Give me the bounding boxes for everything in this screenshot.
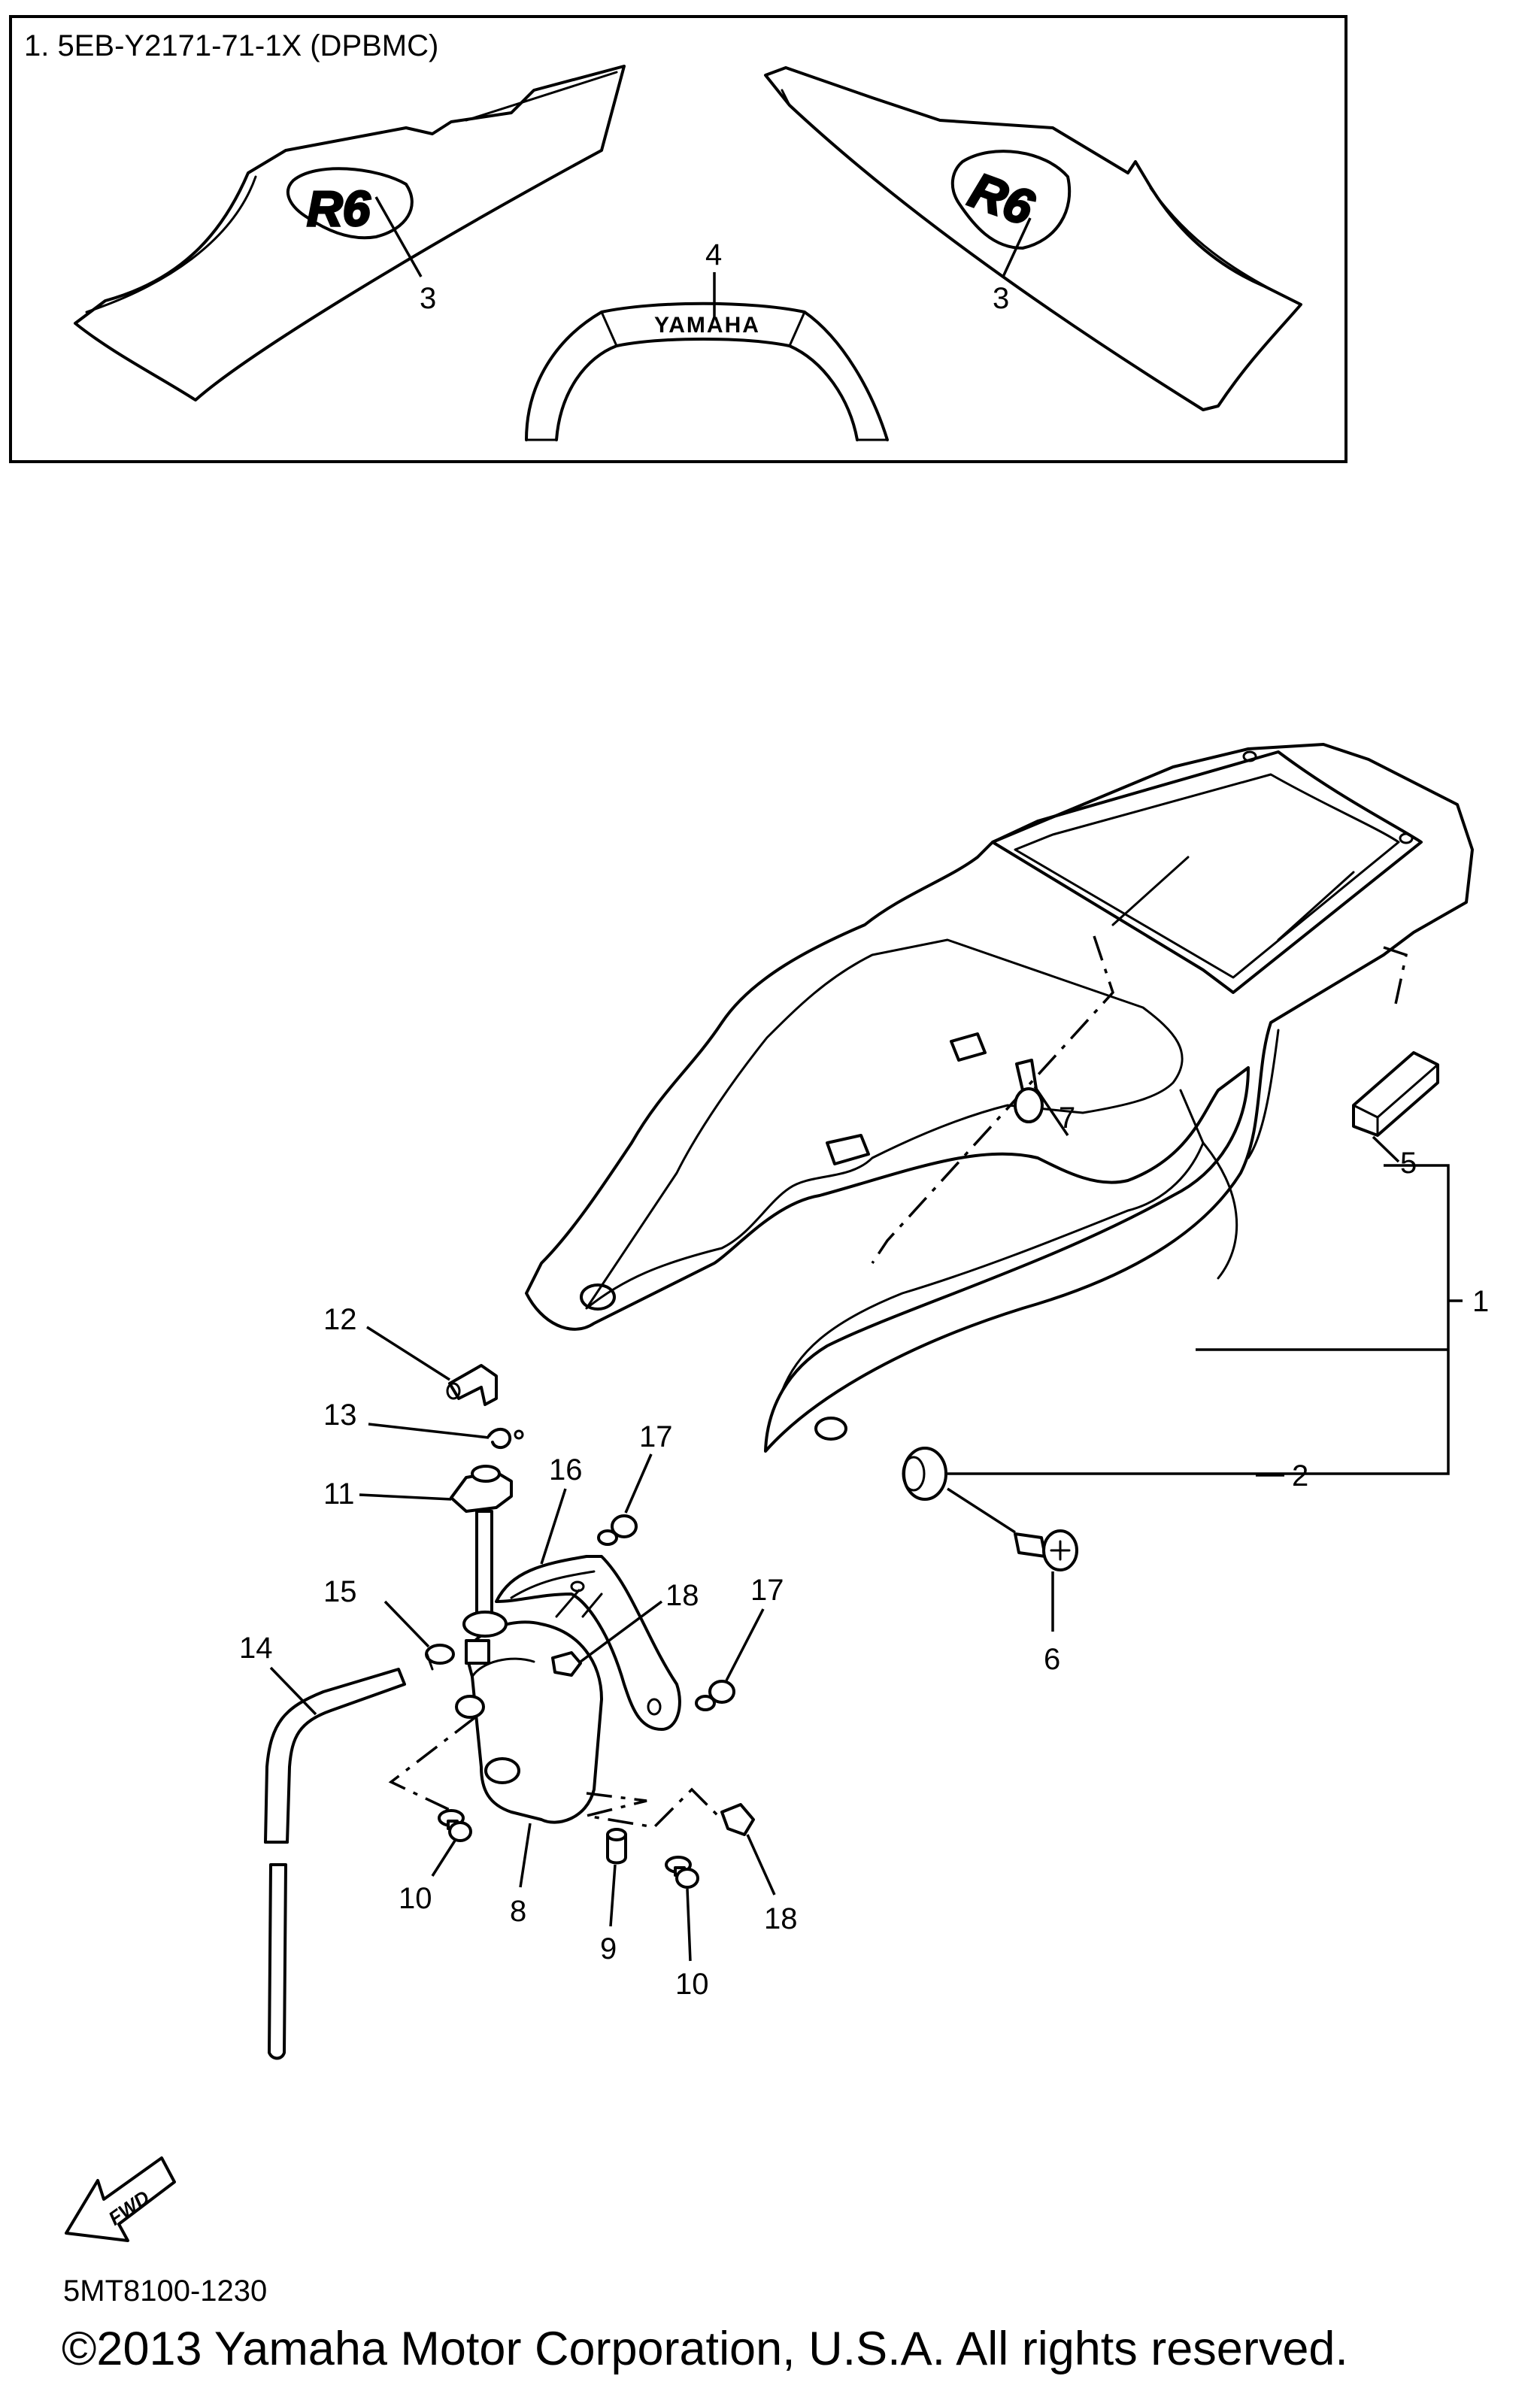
callout-16: 16 — [549, 1453, 583, 1486]
callout-3-right: 3 — [993, 282, 1009, 315]
callout-5: 5 — [1400, 1147, 1417, 1180]
callout-6: 6 — [1044, 1643, 1060, 1676]
left-r6-emblem-text: R6 — [307, 180, 371, 236]
callout-14: 14 — [239, 1632, 273, 1665]
bolt-left — [438, 1809, 472, 1842]
collar — [606, 1828, 627, 1865]
callout-7: 7 — [1059, 1102, 1075, 1135]
nut-upper — [551, 1651, 582, 1677]
yamaha-logo-text: YAMAHA — [654, 313, 760, 338]
inset-caption: 1. 5EB-Y2171-71-1X (DPBMC) — [24, 29, 438, 62]
callout-18-lower: 18 — [764, 1902, 798, 1935]
callout-10-lower: 10 — [675, 1968, 709, 2001]
hose — [264, 1668, 406, 2060]
screw — [1014, 1529, 1078, 1571]
callout-10-left: 10 — [399, 1882, 432, 1915]
clip-upper — [487, 1428, 524, 1450]
callout-9: 9 — [600, 1932, 617, 1965]
fwd-arrow-icon: FWD — [65, 2156, 176, 2242]
seat-cowl — [525, 743, 1474, 1453]
callout-17-upper: 17 — [639, 1420, 673, 1453]
callout-3-left: 3 — [420, 282, 436, 315]
clip-lower — [425, 1644, 455, 1671]
bracket — [495, 1555, 681, 1731]
decal-inset: 1. 5EB-Y2171-71-1X (DPBMC) R6 R6 — [9, 15, 1348, 463]
left-r6-emblem: R6 — [286, 167, 414, 240]
bolt-upper — [597, 1514, 638, 1546]
right-r6-emblem: R6 — [950, 150, 1072, 250]
callout-1: 1 — [1472, 1285, 1489, 1318]
hose-fitting — [446, 1364, 498, 1406]
callout-17-right: 17 — [750, 1574, 784, 1607]
rivet — [1014, 1059, 1044, 1123]
damper — [1352, 1051, 1439, 1137]
callout-13: 13 — [323, 1399, 357, 1432]
callout-12: 12 — [323, 1303, 357, 1336]
grommet — [902, 1447, 947, 1501]
diagram-code: 5MT8100-1230 — [63, 2274, 267, 2308]
center-tail-emblem: YAMAHA — [525, 302, 889, 441]
callout-4: 4 — [705, 238, 722, 271]
callout-2: 2 — [1292, 1459, 1308, 1493]
inset-frame — [9, 15, 1348, 463]
nut-lower — [720, 1803, 755, 1836]
left-side-decal: R6 — [74, 65, 626, 402]
bolt-right — [695, 1680, 735, 1711]
bolt-lower — [665, 1856, 699, 1889]
right-side-decal: R6 — [764, 66, 1302, 411]
tank — [455, 1611, 603, 1824]
callout-11: 11 — [323, 1477, 355, 1511]
copyright-notice: ©2013 Yamaha Motor Corporation, U.S.A. A… — [62, 2323, 1348, 2375]
callout-18-upper: 18 — [665, 1579, 699, 1612]
callout-8: 8 — [510, 1895, 526, 1928]
callout-15: 15 — [323, 1575, 357, 1608]
